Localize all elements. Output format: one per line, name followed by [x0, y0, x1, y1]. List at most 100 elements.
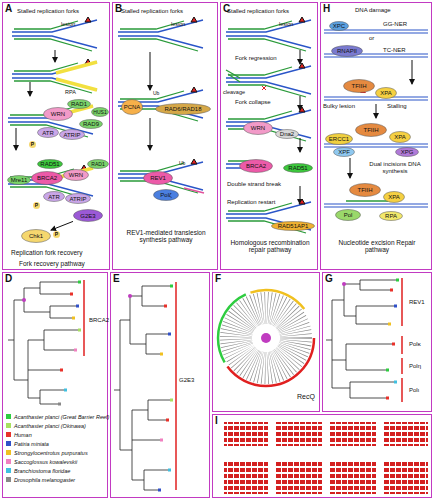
protein-name: XPF: [333, 147, 355, 157]
oval-shape: [326, 134, 353, 145]
tree-f: [218, 290, 314, 386]
drawing-part: [118, 159, 203, 193]
oval-shape: [380, 212, 403, 221]
protein-name: TFIIH: [343, 79, 375, 93]
drawing-part: [376, 104, 377, 118]
oval-shape: [44, 192, 65, 202]
panel-letter: A: [5, 3, 12, 14]
oval-shape: [396, 148, 419, 157]
drawing-part: [64, 389, 67, 392]
protein-name: REV1: [143, 171, 173, 185]
drawing-part: [184, 188, 204, 193]
protein-name: Mre11: [7, 175, 31, 185]
protein-name: ATR: [37, 127, 59, 138]
protein-name: RAD51AP1: [271, 221, 315, 231]
protein-name: WRN: [243, 121, 273, 135]
text-label: GG-NER: [383, 21, 407, 28]
panel-letter: F: [215, 273, 221, 284]
text-label: Ub: [153, 91, 159, 97]
oval-shape: [38, 160, 63, 169]
panel-letter: D: [5, 273, 12, 284]
protein-name: RAD6/RAD18: [155, 103, 211, 115]
drawing-part: [160, 439, 163, 442]
drawing-part: [118, 17, 203, 51]
drawing-part: [330, 422, 376, 446]
oval-shape: [80, 120, 103, 129]
drawing-part: [16, 128, 17, 150]
oval-shape: [330, 22, 349, 31]
drawing-part: [350, 158, 351, 178]
legend-swatch: [6, 468, 11, 473]
protein-name: ATRIP: [65, 193, 91, 204]
protein-name: ATR: [43, 191, 65, 202]
text-label: G2E3: [179, 377, 194, 384]
text-label: Replication restart: [227, 199, 275, 206]
protein-oval: REV1: [143, 171, 173, 185]
legend-text: Drosophila melanogaster: [14, 477, 75, 483]
oval-shape: [60, 130, 85, 140]
drawing-part: [324, 204, 428, 207]
drawing-part: [22, 298, 26, 302]
text-label: cleavage: [223, 89, 245, 95]
text-label: Dual incisions DNA synthesis: [361, 161, 429, 174]
text-label: Stalled replication forks: [121, 8, 183, 15]
panel-frame: BPCNARAD6/RAD18REV1PolζStalled replicati…: [112, 2, 218, 270]
drawing-part: [218, 290, 314, 386]
protein-oval: XPA: [389, 131, 411, 143]
drawing-part: [394, 305, 397, 308]
drawing-part: [276, 422, 322, 446]
drawing-part: [300, 96, 301, 110]
oval-shape: [276, 130, 299, 139]
drawing-part: [330, 460, 376, 494]
protein-name: RAD51: [37, 159, 63, 169]
panel-c-drawing: [226, 17, 311, 233]
drawing-part: [70, 293, 73, 296]
drawing-part: [224, 422, 268, 446]
legend-text: Human: [14, 432, 32, 438]
protein-oval: RAD9: [79, 119, 103, 129]
drawing-part: [56, 62, 97, 90]
legend: Acanthaster planci (Great Barrier Reef)A…: [6, 412, 109, 484]
panel-a-drawing: [8, 17, 97, 199]
legend-row: Saccoglossus kowalevskii: [6, 457, 109, 466]
protein-oval: RAD51: [37, 159, 63, 169]
protein-oval: ATR: [43, 191, 65, 202]
oval-shape: [272, 222, 315, 231]
drawing-part: [390, 289, 393, 292]
legend-text: Patiria miniata: [14, 441, 49, 447]
drawing-part: [346, 200, 388, 201]
protein-oval: ATR: [37, 127, 59, 138]
panel-letter: G: [325, 273, 333, 284]
legend-text: Acanthaster planci (Okinawa): [14, 423, 86, 429]
drawing-part: [128, 285, 173, 492]
oval-shape: [376, 88, 397, 99]
protein-name: XPG: [395, 147, 419, 157]
text-label: Fork regression: [235, 55, 277, 62]
drawing-part: [412, 60, 413, 84]
legend-text: Branchiostoma floridae: [14, 468, 70, 474]
drawing-part: [8, 282, 78, 404]
protein-name: RAD51: [283, 163, 313, 173]
legend-swatch: [6, 441, 11, 446]
oval-shape: [92, 108, 109, 117]
oval-shape: [122, 100, 143, 115]
drawing-part: [386, 369, 389, 372]
drawing-part: [226, 70, 240, 82]
drawing-part: [300, 50, 301, 64]
text-label: lesion: [61, 21, 75, 27]
drawing-part: [342, 282, 346, 286]
drawing-part: [72, 317, 75, 320]
protein-oval: ATRIP: [59, 129, 85, 140]
protein-name: XPA: [383, 191, 405, 203]
protein-name: RAD1: [67, 99, 91, 109]
drawing-part: [236, 308, 296, 368]
legend-row: Patiria miniata: [6, 439, 109, 448]
protein-name: Polζ: [153, 189, 179, 201]
text-label: Stalled replication forks: [227, 8, 289, 15]
protein-oval: WRN: [243, 121, 273, 135]
drawing-part: [324, 97, 428, 100]
text-label: Fork collapse: [235, 99, 271, 106]
oval-shape: [350, 184, 381, 197]
oval-shape: [32, 172, 63, 185]
protein-oval: BRCA2: [239, 159, 273, 173]
